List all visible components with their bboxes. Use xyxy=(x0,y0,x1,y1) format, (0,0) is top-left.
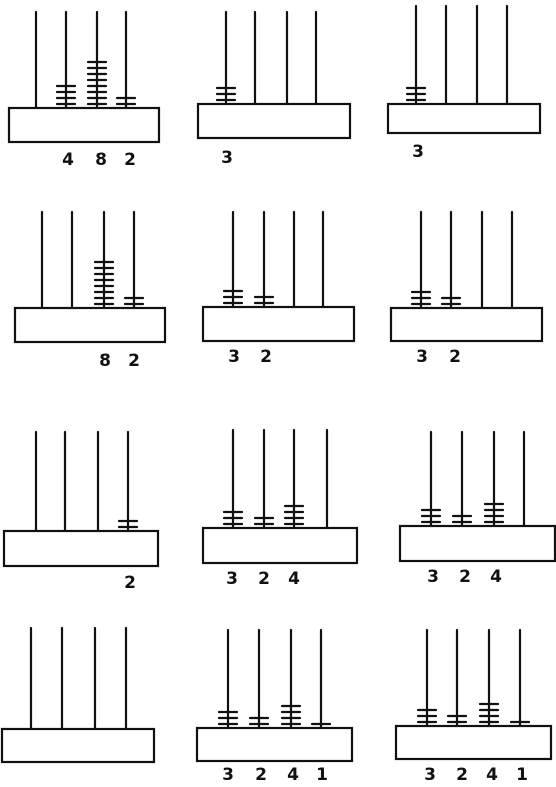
abacus-digit-label: 8 xyxy=(99,351,111,371)
abacus-digit-label: 2 xyxy=(258,569,270,589)
abacus-digit-label: 3 xyxy=(427,567,439,587)
abacus-digit-label: 2 xyxy=(128,351,140,371)
abacus-digit-label: 8 xyxy=(95,150,107,170)
abacus-digit-label: 3 xyxy=(226,569,238,589)
abacus-base xyxy=(203,528,357,563)
abacus-digit-label: 2 xyxy=(255,765,267,785)
abacus-digit-label: 4 xyxy=(486,765,498,785)
abacus-digit-label: 3 xyxy=(228,347,240,367)
abacus-digit-label: 4 xyxy=(62,150,74,170)
abacus-digit-label: 4 xyxy=(490,567,502,587)
abacus-10 xyxy=(2,628,154,762)
abacus-digit-label: 2 xyxy=(456,765,468,785)
abacus-digit-label: 4 xyxy=(287,765,299,785)
abacus-digit-label: 3 xyxy=(412,142,424,162)
abacus-2: 3 xyxy=(198,12,350,168)
abacus-base xyxy=(197,728,352,761)
abacus-digit-label: 2 xyxy=(124,150,136,170)
abacus-digit-label: 1 xyxy=(316,765,328,785)
abacus-digit-label: 3 xyxy=(424,765,436,785)
abacus-digit-label: 2 xyxy=(459,567,471,587)
abacus-base xyxy=(2,729,154,762)
abacus-base xyxy=(388,104,540,133)
abacus-digit-label: 4 xyxy=(288,569,300,589)
abacus-base xyxy=(4,531,158,566)
abacus-3: 3 xyxy=(388,6,540,162)
abacus-digit-label: 2 xyxy=(124,573,136,593)
abacus-base xyxy=(396,726,551,759)
abacus-digit-label: 2 xyxy=(260,347,272,367)
abacus-base xyxy=(198,104,350,138)
abacus-digit-label: 3 xyxy=(416,347,428,367)
abacus-base xyxy=(400,526,555,561)
abacus-digit-label: 3 xyxy=(221,148,233,168)
abacus-base xyxy=(9,108,159,142)
abacus-digit-label: 1 xyxy=(516,765,528,785)
abacus-base xyxy=(203,307,354,341)
abacus-7: 2 xyxy=(4,432,158,593)
abacus-base xyxy=(391,308,542,341)
abacus-base xyxy=(15,308,165,342)
abacus-digit-label: 3 xyxy=(222,765,234,785)
abacus-digit-label: 2 xyxy=(449,347,461,367)
